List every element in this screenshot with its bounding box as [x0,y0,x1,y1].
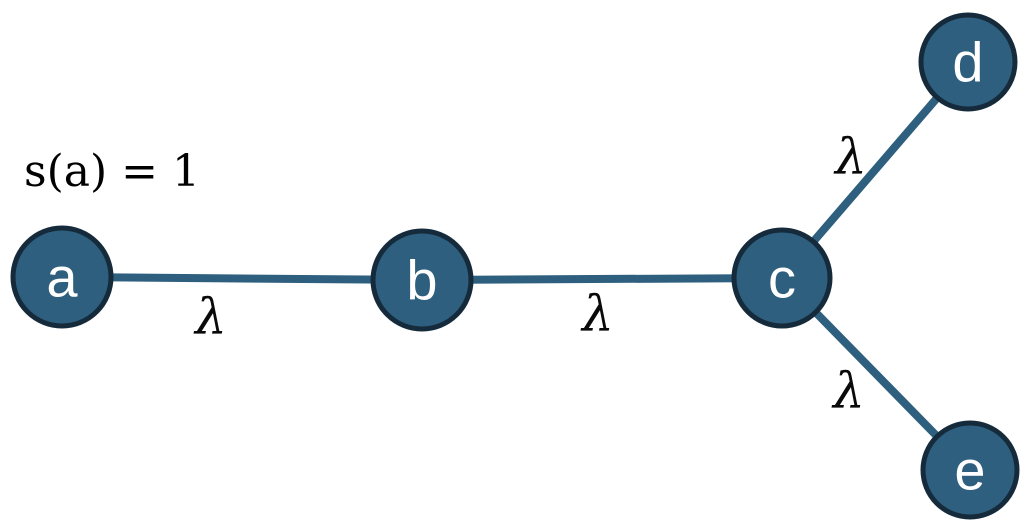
node-c: c [731,227,833,329]
edge-a-b [61,273,423,284]
edge-label-c-d: λ [833,128,867,186]
node-label-a: a [46,246,78,309]
edge-label-c-e: λ [831,362,865,420]
node-e: e [920,420,1020,520]
node-circle-b [370,228,474,332]
node-circle-a [10,225,114,329]
edge-b-c [421,274,783,284]
node-circle-c [731,227,833,329]
annotation-s-of-a: s(a) = 1 [24,146,200,197]
edge-label-a-b: λ [193,288,227,346]
node-label-b: b [406,249,437,312]
node-label-e: e [954,439,985,502]
node-label-d: d [952,31,983,94]
node-a: a [10,225,114,329]
node-circle-d [918,12,1018,112]
node-circle-e [920,420,1020,520]
node-b: b [370,228,474,332]
node-d: d [918,12,1018,112]
node-label-c: c [768,247,796,310]
edge-label-b-c: λ [580,285,614,343]
